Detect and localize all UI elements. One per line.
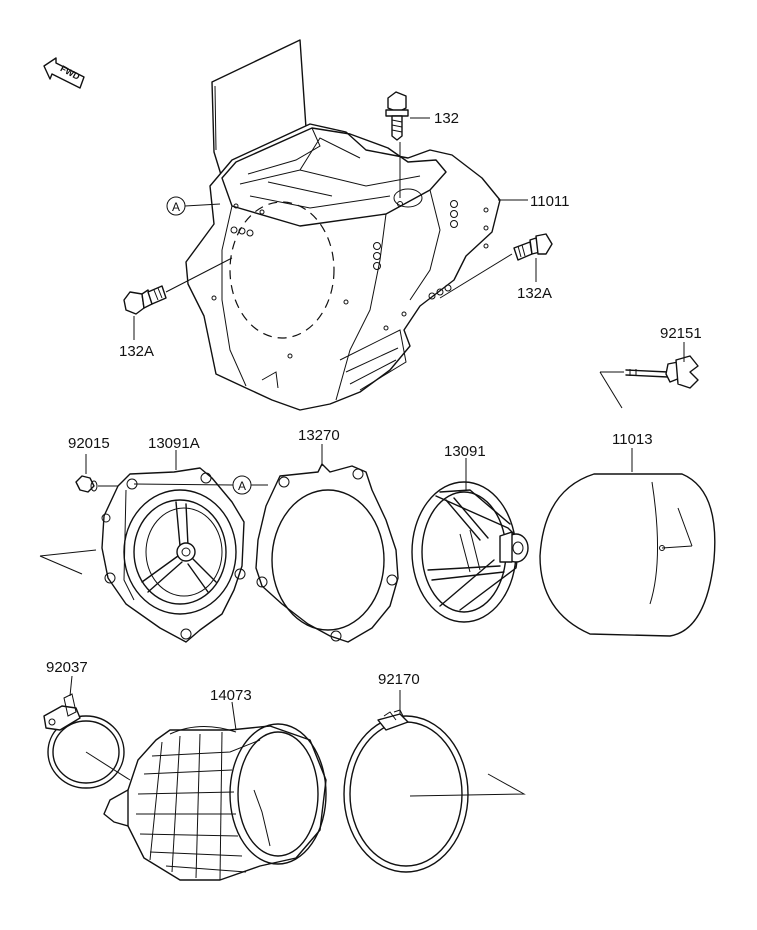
nut-92015 [75, 454, 128, 493]
label-13091: 13091 [444, 443, 486, 460]
gasket-13270 [255, 444, 399, 643]
filter-holder-13091a [39, 450, 246, 643]
label-14073: 14073 [210, 687, 252, 704]
label-132: 132 [434, 110, 459, 127]
label-11011: 11011 [530, 193, 570, 210]
label-92015: 92015 [68, 435, 110, 452]
label-92037: 92037 [46, 659, 88, 676]
bolt-132a-left [123, 257, 233, 340]
bolt-132a-right [439, 233, 553, 299]
filter-cage-13091 [411, 458, 529, 623]
label-92151: 92151 [660, 325, 702, 342]
air-box-housing [185, 39, 501, 411]
ref-marker-a-mid-text: A [238, 479, 246, 493]
label-132a-right: 132A [517, 285, 552, 302]
label-132a-left: 132A [119, 343, 154, 360]
clamp-92170 [343, 690, 526, 873]
ref-marker-a-top-text: A [172, 200, 180, 214]
label-92170: 92170 [378, 671, 420, 688]
ref-marker-a-top: A [166, 196, 221, 216]
label-13091a: 13091A [148, 435, 200, 452]
wing-bolt-92151 [599, 342, 699, 409]
foam-filter-11013 [539, 448, 716, 637]
label-13270: 13270 [298, 427, 340, 444]
fwd-arrow-icon: FWD [43, 57, 85, 89]
bolt-132 [385, 91, 430, 198]
ref-marker-a-mid: A [133, 475, 268, 495]
duct-14073 [103, 701, 327, 881]
clamp-92037 [43, 675, 131, 789]
label-11013: 11013 [612, 431, 653, 448]
